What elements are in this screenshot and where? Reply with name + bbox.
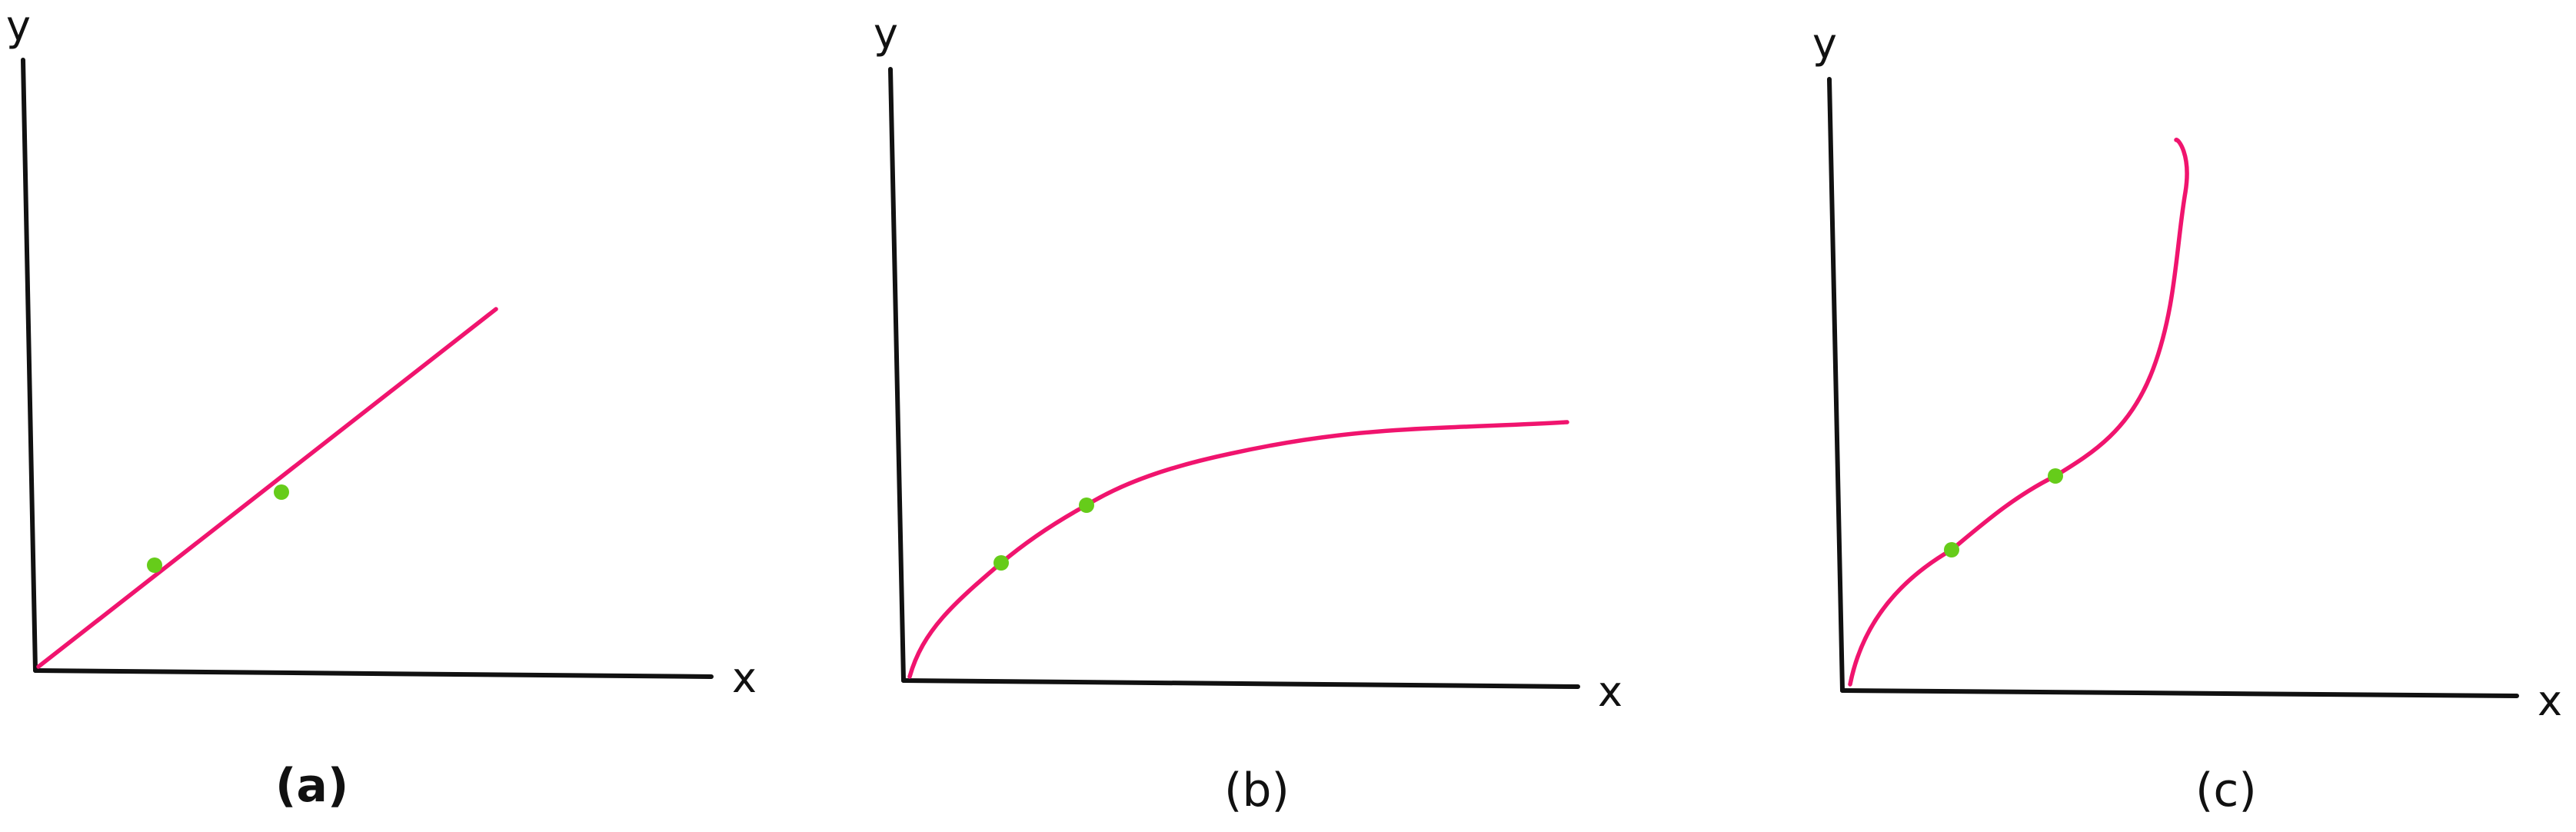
- panel-a: y x (a): [6, 2, 757, 813]
- panel-c-y-axis-label: y: [1812, 19, 1837, 68]
- panel-a-point-1: [147, 557, 162, 573]
- panel-a-x-axis-label: x: [732, 654, 757, 702]
- panel-c-point-2: [2048, 468, 2063, 484]
- panel-b-x-axis-label: x: [1598, 667, 1622, 716]
- panel-b-caption: (b): [1224, 764, 1290, 817]
- panel-c-x-axis-label: x: [2538, 677, 2562, 725]
- panel-c-caption: (c): [2195, 764, 2257, 817]
- panel-c-point-1: [1944, 542, 1959, 557]
- panel-b-x-axis: [901, 678, 1580, 689]
- panel-c-y-axis: [1827, 77, 1845, 693]
- panel-b-point-2: [1079, 498, 1094, 513]
- panel-a-y-axis-label: y: [6, 2, 31, 50]
- panel-c-curve: [1848, 138, 2189, 687]
- panel-b-point-1: [993, 555, 1009, 571]
- panel-a-point-2: [274, 484, 289, 500]
- panel-b-y-axis-label: y: [874, 9, 898, 58]
- panel-c-x-axis: [1840, 688, 2519, 698]
- panel-a-caption: (a): [275, 759, 348, 813]
- panel-a-curve: [36, 307, 498, 669]
- panel-c: y x (c): [1812, 19, 2562, 817]
- panel-b-y-axis: [888, 67, 906, 683]
- panel-b-curve: [907, 420, 1569, 679]
- panel-b: y x (b): [874, 9, 1622, 817]
- panel-a-x-axis: [33, 668, 714, 679]
- panel-a-y-axis: [21, 58, 38, 673]
